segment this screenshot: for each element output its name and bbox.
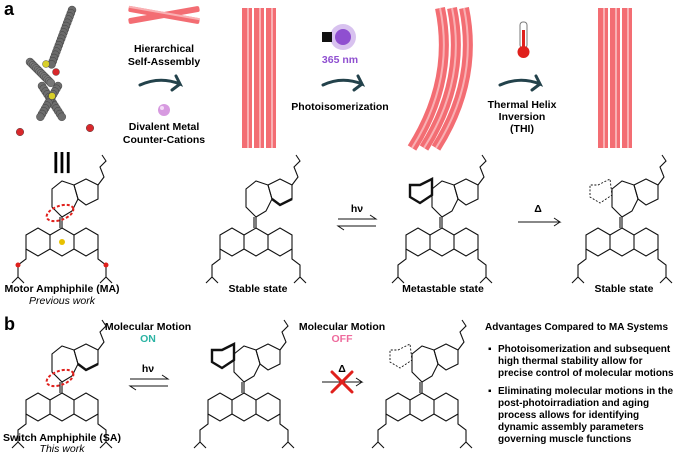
thi-label-1: Thermal Helix xyxy=(488,99,557,111)
atom-bead xyxy=(42,60,50,68)
ma-previous-work: Previous work xyxy=(29,295,96,307)
arrow-2-icon xyxy=(321,74,366,92)
fiber-bundle-stable-1 xyxy=(242,8,276,148)
bullet-1-marker: ▪ xyxy=(488,344,492,355)
motion-label-on: Molecular Motion xyxy=(105,321,191,333)
thi-label-2: Inversion xyxy=(499,111,546,123)
stable-state-label-1: Stable state xyxy=(229,283,288,295)
crossed-fibers-icon xyxy=(128,5,200,24)
self-assembly-label-1: Hierarchical xyxy=(134,43,194,55)
metastable-label: Metastable state xyxy=(402,283,484,295)
bullet-2-line-1: Eliminating molecular motions in the xyxy=(498,386,673,397)
fiber-bundle-metastable xyxy=(407,6,473,151)
motion-on-badge: ON xyxy=(140,333,156,345)
atom-bead xyxy=(46,78,55,88)
ma-label: Motor Amphiphile (MA) xyxy=(4,283,119,295)
equilibrium-arrow-a xyxy=(336,214,378,231)
delta-label-b: Δ xyxy=(338,363,346,375)
bullet-2-line-2: post-photoirradiation and aging xyxy=(498,398,649,409)
cross-icon xyxy=(330,370,354,394)
bullet-2-line-5: governing muscle functions xyxy=(498,434,632,445)
arrow-3-icon xyxy=(498,74,544,92)
space-filling-model xyxy=(16,5,94,136)
atom-bead xyxy=(16,127,25,136)
bullet-1-line-3: precise control of molecular motions xyxy=(498,368,674,379)
atom-bead xyxy=(85,123,94,132)
sa-structure xyxy=(11,319,113,449)
bullet-2-line-4: dynamic assembly parameters xyxy=(498,422,644,433)
bullet-2-marker: ▪ xyxy=(488,386,492,397)
atom-bead xyxy=(57,112,66,122)
delta-label-a: Δ xyxy=(534,203,542,215)
equilibrium-arrow-b xyxy=(128,374,170,391)
thermometer-icon xyxy=(517,21,530,58)
hv-label-a: hν xyxy=(351,203,363,215)
photoisomerization-label: Photoisomerization xyxy=(291,101,388,113)
self-assembly-label-2: Self-Assembly xyxy=(128,56,201,68)
hv-label-b: hν xyxy=(142,363,154,375)
stable-state-structure-1 xyxy=(205,154,307,284)
motion-off-badge: OFF xyxy=(332,333,354,345)
sa-metastable-structure xyxy=(193,319,295,449)
metal-label-2: Counter-Cations xyxy=(123,134,205,146)
arrow-1-icon xyxy=(138,74,184,92)
panel-b-letter: b xyxy=(4,314,15,334)
stable-state-label-2: Stable state xyxy=(595,283,654,295)
atom-bead xyxy=(36,112,45,122)
blocked-arrow-b xyxy=(322,377,364,387)
metastable-structure xyxy=(391,154,493,284)
panel-a-letter: a xyxy=(4,0,15,19)
wavelength-label: 365 nm xyxy=(322,54,358,66)
uv-lamp-icon xyxy=(322,24,356,50)
equivalence-sign: ||| xyxy=(53,148,71,173)
metal-label-1: Divalent Metal xyxy=(129,121,200,133)
ma-structure xyxy=(11,154,113,284)
metal-cation-icon xyxy=(158,104,170,116)
sa-label: Switch Amphiphile (SA) xyxy=(3,432,121,444)
advantages-box: Advantages Compared to MA Systems ▪ Phot… xyxy=(485,322,674,445)
bullet-1-line-2: high thermal stability allow for xyxy=(498,356,643,367)
sa-this-work: This work xyxy=(40,443,86,455)
bullet-2-line-3: process allows for identifying xyxy=(498,410,639,421)
atom-bead xyxy=(52,68,60,76)
stable-state-structure-2 xyxy=(571,154,673,284)
motion-label-off: Molecular Motion xyxy=(299,321,385,333)
thi-label-3: (THI) xyxy=(510,123,534,135)
sa-blocked-structure xyxy=(371,319,473,449)
thermal-arrow-a xyxy=(518,217,562,227)
fiber-bundle-stable-2 xyxy=(598,8,632,148)
bullet-1-line-1: Photoisomerization and subsequent xyxy=(498,344,671,355)
atom-bead xyxy=(48,92,56,100)
advantages-title: Advantages Compared to MA Systems xyxy=(485,322,668,333)
